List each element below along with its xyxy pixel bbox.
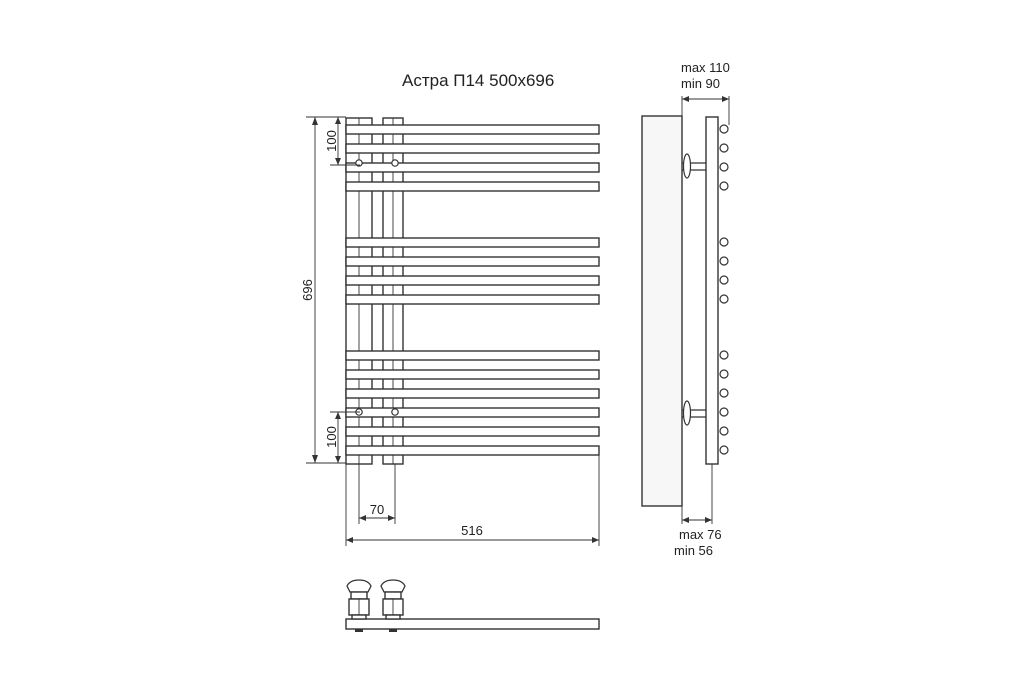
dim-top-spacing: 100: [324, 130, 339, 152]
top-rail: [345, 618, 600, 630]
dim-height-total: 696: [300, 279, 315, 301]
top-view: [345, 579, 600, 632]
rail: [345, 407, 600, 418]
dim-side-top-max: max 110: [681, 60, 730, 75]
rail-ends: [719, 124, 729, 455]
connection-point: [391, 159, 399, 167]
dim-side-top-min: min 90: [681, 76, 720, 91]
rail: [345, 294, 600, 305]
rail: [345, 237, 600, 248]
rail: [345, 388, 600, 399]
rail: [345, 181, 600, 192]
bracket: [682, 153, 692, 179]
rail: [345, 350, 600, 361]
wall-panel: [641, 115, 683, 507]
dim-width-total: 516: [461, 523, 483, 538]
dim-bottom-spacing: 100: [324, 426, 339, 448]
rail: [345, 369, 600, 380]
side-view: max 110 min 90 max 76 min 56: [641, 60, 730, 558]
rail: [345, 445, 600, 456]
bracket: [682, 400, 692, 426]
connection-point: [391, 408, 399, 416]
rail: [345, 275, 600, 286]
dim-axis-spacing: 70: [370, 502, 384, 517]
rail: [345, 256, 600, 267]
rail: [345, 426, 600, 437]
dim-side-bottom-max: max 76: [679, 527, 722, 542]
dim-side-bottom-min: min 56: [674, 543, 713, 558]
drawing-title: Астра П14 500x696: [402, 71, 554, 90]
rail: [345, 162, 600, 173]
rail: [345, 143, 600, 154]
front-view: 696 100 100 70 516: [300, 116, 600, 546]
rail: [345, 124, 600, 135]
side-collector: [705, 116, 719, 465]
